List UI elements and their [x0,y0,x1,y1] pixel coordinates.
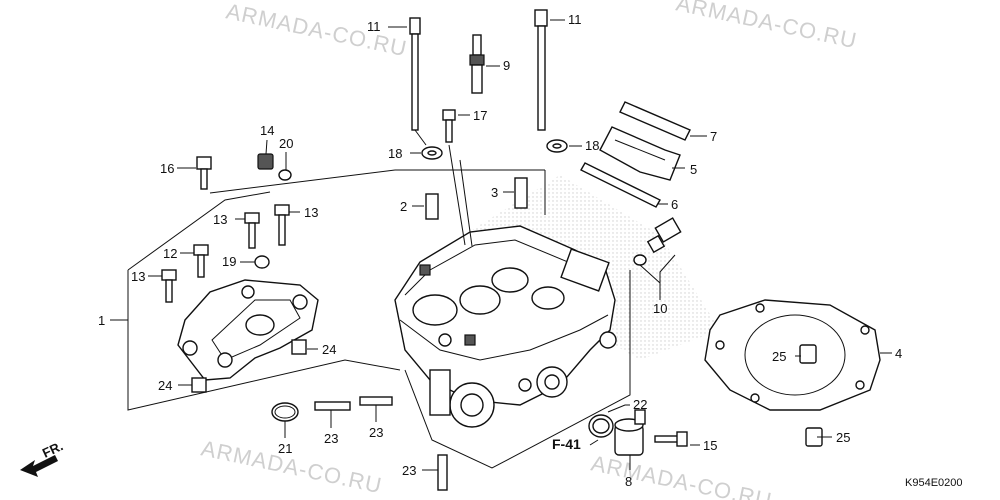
pin-6 [580,162,661,208]
reference-f41[interactable]: F-41 [552,436,581,452]
guide-7 [619,101,691,141]
dowel-25-top [799,344,817,364]
bolt-15 [654,431,688,447]
sensor-10 [633,217,682,266]
dowel-3 [514,177,528,209]
bracket-box-1 [127,270,401,411]
bolt-13-upper-left [244,212,260,249]
callout-20: 20 [279,136,293,151]
callout-19: 19 [222,254,236,269]
bolt-11-left [409,17,427,146]
watermark-top-right: ARMADA-CO.RU [674,0,860,53]
callout-25-bottom: 25 [836,430,850,445]
stud-23-c [437,454,448,491]
callout-16: 16 [160,161,174,176]
callout-13-upper-right: 13 [304,205,318,220]
front-label: FR. [40,438,65,460]
bolt-17 [442,109,466,246]
callout-24-left: 24 [158,378,172,393]
callout-12: 12 [163,246,177,261]
plug-14 [257,153,274,170]
diagram-code: K954E0200 [905,477,963,489]
bolt-16 [196,156,212,190]
gasket-4 [704,299,881,411]
front-arrow-icon [20,455,58,477]
stud-23-a [314,401,351,411]
washer-20 [278,169,292,181]
callout-13-upper-left: 13 [213,212,227,227]
callout-23-b: 23 [369,425,383,440]
callout-23-a: 23 [324,431,338,446]
dowel-24-top [291,339,307,355]
watermark-top-left: ARMADA-CO.RU [224,0,410,61]
stud-23-b [359,396,393,406]
dowel-24-bottom [191,377,207,393]
dowel-2 [425,193,439,220]
callout-17: 17 [473,108,487,123]
callout-22: 22 [633,397,647,412]
callout-1: 1 [98,313,105,328]
rocker-holder [177,279,319,381]
oring-19 [254,255,270,269]
bolt-13-upper-right [274,204,290,246]
callout-8: 8 [625,474,632,489]
callout-10: 10 [653,301,667,316]
callout-23-c: 23 [402,463,416,478]
callout-4: 4 [895,346,902,361]
callout-25-top: 25 [772,349,786,364]
bracket-box-head [404,270,631,469]
callout-14: 14 [260,123,274,138]
callout-9: 9 [503,58,510,73]
spark-plug-9 [469,34,485,94]
callout-7: 7 [710,129,717,144]
callout-15: 15 [703,438,717,453]
callout-2: 2 [400,199,407,214]
leader-lines [110,19,892,471]
bolt-13-left [161,269,177,303]
callout-5: 5 [690,162,697,177]
cylinder-head [394,225,617,428]
callout-3: 3 [491,185,498,200]
joint-8 [614,409,646,456]
callout-11-right: 11 [568,12,582,27]
callout-11-left: 11 [367,19,381,34]
bolt-11-right [534,9,548,131]
callout-18-right: 18 [585,138,599,153]
callout-6: 6 [671,197,678,212]
callout-21: 21 [278,441,292,456]
callout-13-left: 13 [131,269,145,284]
bolt-12 [193,244,209,278]
guide-5 [599,126,681,181]
watermark-bottom-right: ARMADA-CO.RU [589,450,775,500]
callout-18-left: 18 [388,146,402,161]
callout-24-right: 24 [322,342,336,357]
